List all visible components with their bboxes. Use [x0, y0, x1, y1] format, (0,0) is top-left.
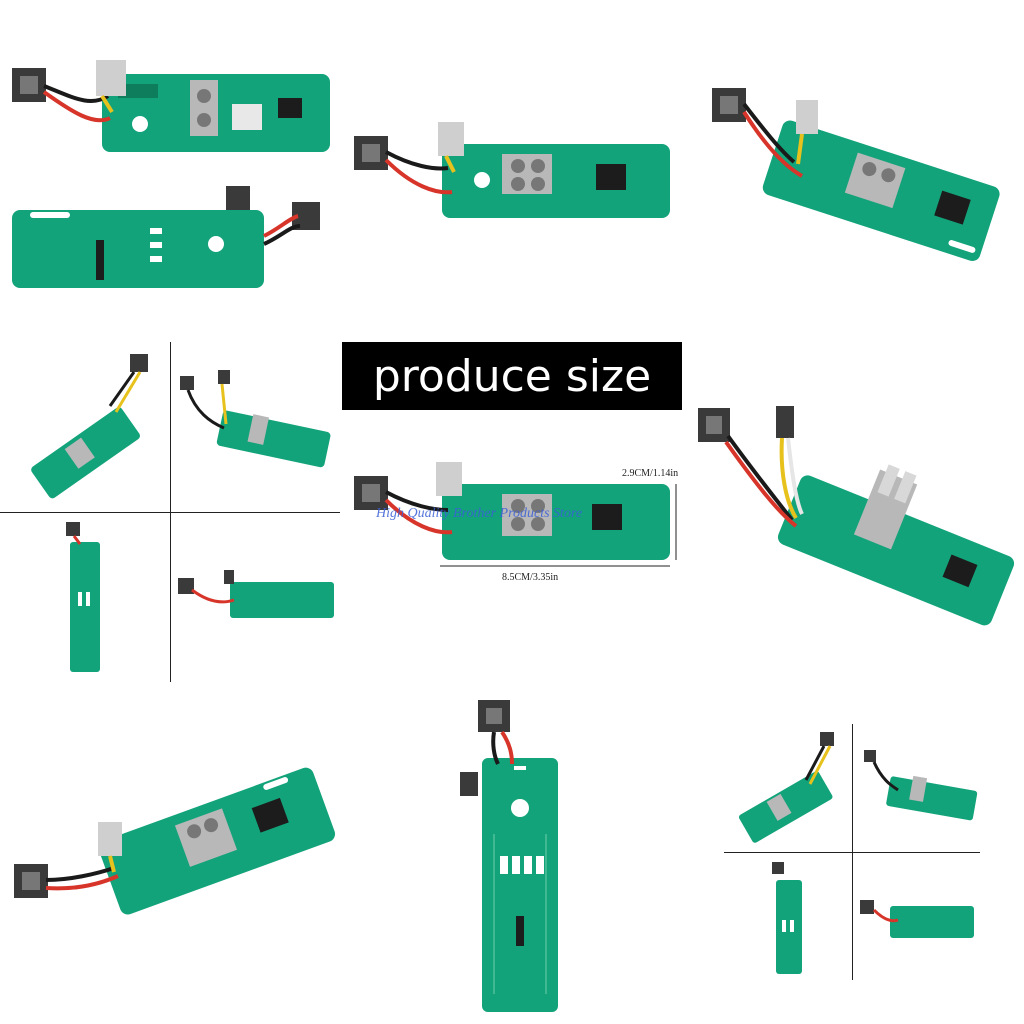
board-illustration	[712, 88, 1000, 262]
photo-board-angled-closeup	[684, 342, 1024, 682]
board-illustration	[738, 732, 978, 974]
board-illustration	[14, 767, 336, 915]
photo-board-angled-right	[684, 0, 1024, 340]
board-illustration	[698, 406, 1015, 626]
board-illustration	[12, 60, 330, 288]
grid-divider-horizontal	[0, 512, 340, 513]
photo-quad-views-right	[684, 684, 1024, 1024]
banner-text: produce size	[372, 350, 652, 402]
height-dimension-label: 2.9CM/1.14in	[622, 468, 679, 479]
photo-board-bottom-vertical	[342, 684, 682, 1024]
photo-board-top-and-bottom	[0, 0, 340, 340]
grid-divider-horizontal	[724, 852, 980, 853]
board-illustration	[31, 354, 334, 672]
photo-board-angled-left	[0, 684, 340, 1024]
board-illustration	[460, 700, 558, 1012]
width-dimension-label: 8.5CM/3.35in	[502, 572, 559, 583]
board-illustration	[354, 122, 670, 218]
photo-board-with-dimensions: 2.9CM/1.14in 8.5CM/3.35in	[342, 420, 682, 600]
photo-quad-views-left	[0, 342, 340, 682]
board-illustration	[354, 462, 677, 567]
store-watermark: High Quality Brother Products Store	[376, 506, 583, 521]
produce-size-banner: produce size	[342, 342, 682, 410]
photo-board-front-view	[342, 0, 682, 340]
